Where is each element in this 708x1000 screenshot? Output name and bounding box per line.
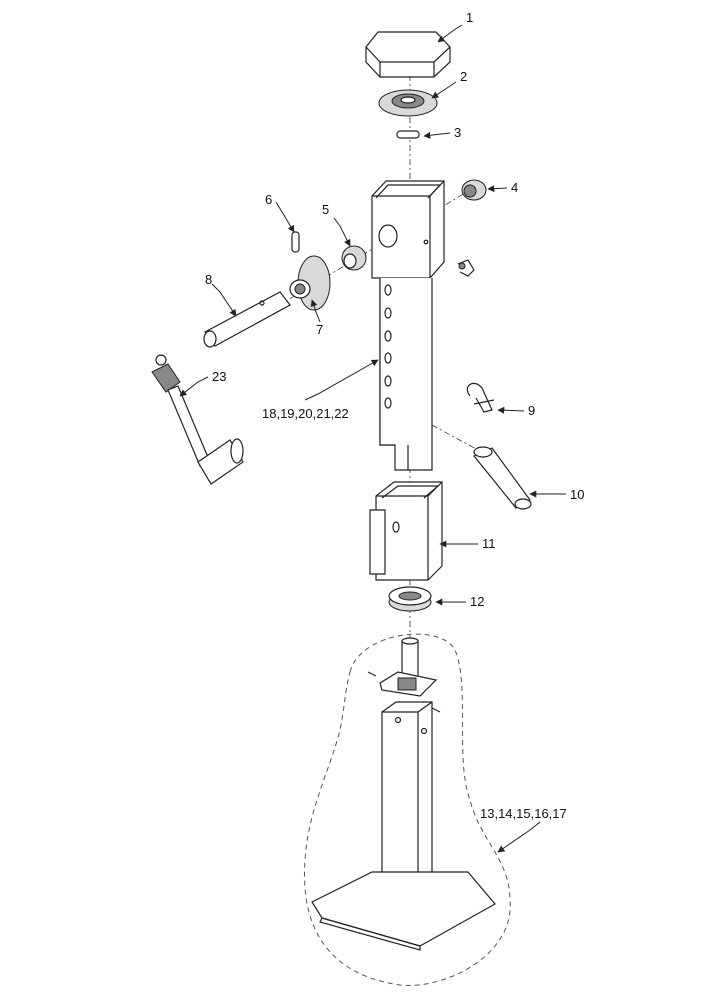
callout-4: 4 [511, 180, 518, 195]
part-pin-top [396, 130, 420, 139]
callout-18-22: 18,19,20,21,22 [262, 406, 349, 421]
inner-leg-assembly-boundary [303, 633, 511, 986]
part-upper-tube [371, 180, 445, 471]
part-bushing-right [461, 179, 487, 201]
callout-3: 3 [454, 125, 461, 140]
callout-7: 7 [316, 322, 323, 337]
callout-10: 10 [570, 487, 584, 502]
part-bushing-left [341, 245, 367, 271]
part-bevel-gear-side [289, 255, 331, 311]
callout-6: 6 [265, 192, 272, 207]
callout-13-17: 13,14,15,16,17 [480, 806, 567, 821]
callout-1: 1 [466, 10, 473, 25]
callout-9: 9 [528, 403, 535, 418]
callout-5: 5 [322, 202, 329, 217]
callout-12: 12 [470, 594, 484, 609]
part-thrust-bearing [388, 586, 432, 612]
part-retaining-clip [457, 259, 475, 277]
part-roll-pin [291, 231, 300, 253]
part-drive-shaft [203, 291, 291, 348]
callout-11: 11 [482, 536, 496, 551]
leader-lines [179, 24, 566, 853]
part-inner-leg [311, 637, 496, 951]
part-top-cap [365, 31, 451, 78]
part-crank-handle [151, 354, 244, 485]
part-bevel-gear-top [378, 89, 438, 117]
callout-23: 23 [212, 369, 226, 384]
part-hitch-pin-clip [466, 382, 495, 413]
callout-2: 2 [460, 69, 467, 84]
callout-8: 8 [205, 272, 212, 287]
part-drop-leg-pin [473, 446, 532, 510]
part-lower-channel [369, 481, 443, 581]
